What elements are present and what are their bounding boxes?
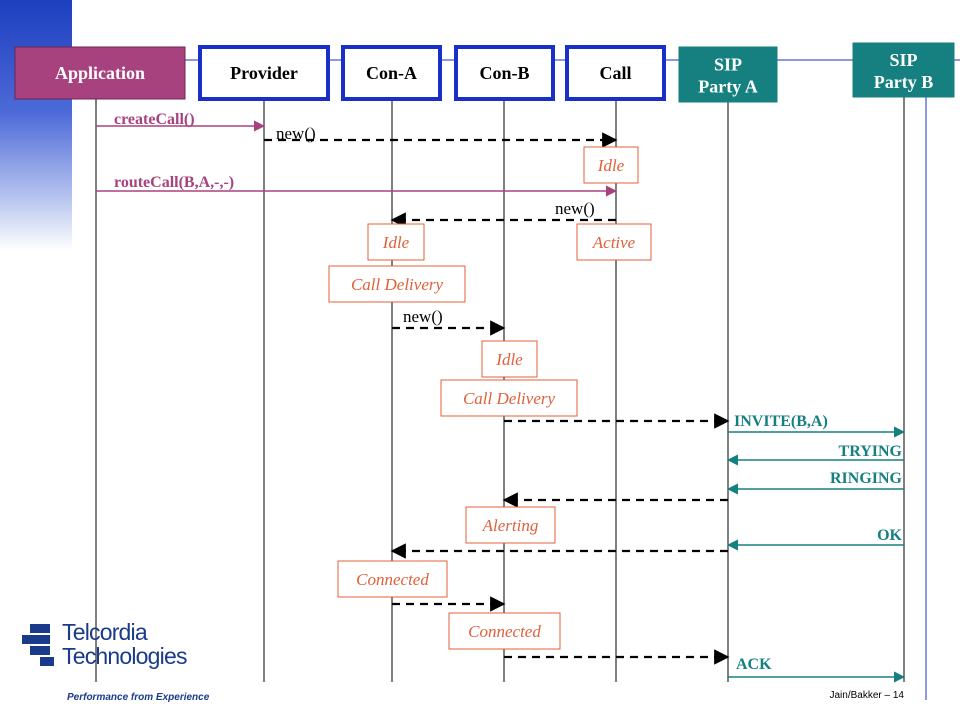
header-box-application: [14, 46, 186, 100]
message-trying: TRYING: [726, 443, 904, 466]
header-label-sip-party-b-1: SIP: [889, 50, 917, 70]
state-box-call-idle: [583, 146, 639, 184]
state-box-con-b-alerting: [465, 506, 556, 544]
logo-line-1: Telcordia: [62, 619, 148, 645]
header-label-sip-party-a-2: Party A: [698, 77, 757, 97]
header-box-sip-party-b: [852, 42, 955, 98]
message-invite: INVITE(B,A): [728, 413, 906, 438]
state-label-con-b-call-delivery: Call Delivery: [463, 389, 556, 408]
lifeline-header-provider: Provider: [198, 45, 330, 101]
logo-tagline: Performance from Experience: [67, 692, 210, 703]
message-label-new-con-b: new(): [403, 307, 443, 326]
lifeline-header-application: Application: [14, 46, 186, 100]
header-label-con-a: Con-A: [366, 63, 417, 83]
state-box-con-b-call-delivery: [440, 379, 578, 417]
message-new-con-b: new(): [392, 307, 506, 336]
state-con-a-idle: Idle: [367, 223, 425, 261]
telcordia-logo: Telcordia Technologies Performance from …: [20, 620, 220, 710]
state-label-con-b-idle: Idle: [495, 350, 523, 369]
state-label-call-idle: Idle: [597, 156, 625, 175]
logo-line-2: Technologies: [62, 643, 187, 669]
state-box-con-b-connected: [448, 612, 561, 650]
message-label-trying: TRYING: [839, 443, 903, 460]
message-label-invite: INVITE(B,A): [734, 413, 828, 430]
header-label-call: Call: [599, 63, 631, 83]
message-new-call: new(): [264, 124, 618, 148]
state-box-call-active: [576, 223, 652, 261]
header-label-con-b: Con-B: [479, 63, 529, 83]
state-con-b-alerting: Alerting: [465, 506, 556, 544]
header-box-provider: [198, 45, 330, 101]
state-box-con-a-idle: [367, 223, 425, 261]
message-label-new-con-a: new(): [555, 199, 595, 218]
message-ok: OK: [726, 527, 904, 551]
state-label-con-a-connected: Connected: [356, 570, 429, 589]
state-box-con-a-connected: [337, 560, 448, 598]
state-label-con-b-alerting: Alerting: [482, 516, 539, 535]
state-label-con-a-call-delivery: Call Delivery: [351, 275, 444, 294]
header-box-sip-party-a: [678, 46, 778, 103]
message-label-ringing: RINGING: [830, 470, 903, 487]
state-con-a-call-delivery: Call Delivery: [328, 265, 466, 303]
message-label-routecall: routeCall(B,A,-,-): [114, 174, 234, 191]
footer-page-number: Jain/Bakker – 14: [829, 690, 905, 701]
lifeline-header-call: Call: [565, 45, 666, 101]
state-label-con-a-idle: Idle: [382, 233, 410, 252]
header-label-sip-party-b-2: Party B: [874, 72, 933, 92]
state-con-b-call-delivery: Call Delivery: [440, 379, 578, 417]
message-label-new-call: new(): [276, 124, 316, 143]
header-label-sip-party-a-1: SIP: [714, 55, 742, 75]
message-label-createcall: createCall(): [114, 111, 195, 128]
state-label-con-b-connected: Connected: [468, 622, 541, 641]
state-label-call-active: Active: [592, 233, 636, 252]
state-box-con-a-call-delivery: [328, 265, 466, 303]
header-box-call: [565, 45, 666, 101]
state-con-b-connected: Connected: [448, 612, 561, 650]
message-label-ok: OK: [877, 527, 902, 544]
lifeline-header-con-a: Con-A: [341, 45, 442, 101]
state-con-b-idle: Idle: [481, 340, 538, 378]
message-ringing: RINGING: [726, 470, 904, 495]
state-con-a-connected: Connected: [337, 560, 448, 598]
header-box-con-a: [341, 45, 442, 101]
message-new-con-a: new(): [390, 199, 616, 228]
header-label-application: Application: [55, 63, 145, 83]
message-ack: ACK: [728, 656, 906, 683]
state-call-idle: Idle: [583, 146, 639, 184]
telcordia-icon: [22, 624, 54, 666]
state-box-con-b-idle: [481, 340, 538, 378]
message-createcall: createCall(): [96, 111, 266, 132]
corner-gradient: [0, 0, 72, 250]
state-call-active: Active: [576, 223, 652, 261]
header-box-con-b: [454, 45, 555, 101]
message-routecall: routeCall(B,A,-,-): [96, 174, 618, 197]
header-label-provider: Provider: [230, 63, 298, 83]
message-label-ack: ACK: [736, 656, 772, 673]
lifeline-header-con-b: Con-B: [454, 45, 555, 101]
